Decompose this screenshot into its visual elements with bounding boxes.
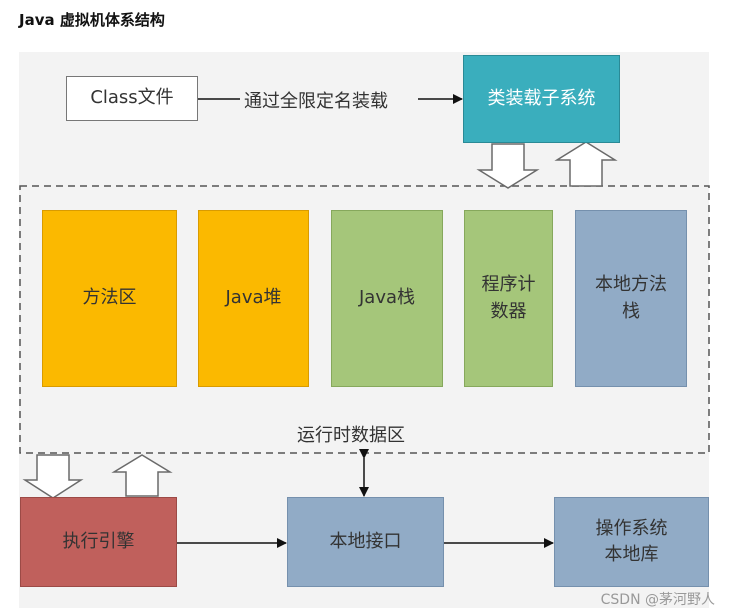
native-library-label: 操作系统 本地库	[595, 517, 668, 565]
native-interface-box: 本地接口	[287, 497, 444, 587]
native-interface-label: 本地接口	[329, 530, 402, 552]
execution-engine-label: 执行引擎	[62, 530, 135, 552]
native-method-stack-label: 本地方法 栈	[595, 274, 667, 322]
load-edge-label: 通过全限定名装载	[244, 91, 388, 112]
execution-engine-box: 执行引擎	[20, 497, 177, 587]
runtime-area-label: 运行时数据区	[297, 425, 405, 446]
class-file-label: Class文件	[90, 87, 174, 109]
pc-counter-label: 程序计 数器	[481, 274, 536, 322]
java-heap-box: Java堆	[198, 210, 309, 387]
method-area-box: 方法区	[42, 210, 177, 387]
watermark: CSDN @茅河野人	[600, 592, 715, 608]
java-stack-label: Java栈	[358, 287, 416, 309]
class-file-box: Class文件	[66, 76, 198, 121]
class-loader-subsystem-label: 类装载子系统	[487, 87, 596, 109]
engine-down-arrow	[22, 454, 84, 499]
engine-up-arrow	[111, 454, 173, 497]
method-area-label: 方法区	[82, 287, 137, 309]
native-library-box: 操作系统 本地库	[554, 497, 709, 587]
pc-counter-box: 程序计 数器	[464, 210, 553, 387]
java-stack-box: Java栈	[331, 210, 443, 387]
class-loader-subsystem-box: 类装载子系统	[463, 55, 620, 143]
java-heap-label: Java堆	[225, 287, 282, 309]
loader-up-arrow	[554, 141, 618, 187]
page-title: Java 虚拟机体系结构	[19, 11, 165, 29]
loader-down-arrow	[476, 143, 540, 189]
native-method-stack-box: 本地方法 栈	[575, 210, 687, 387]
